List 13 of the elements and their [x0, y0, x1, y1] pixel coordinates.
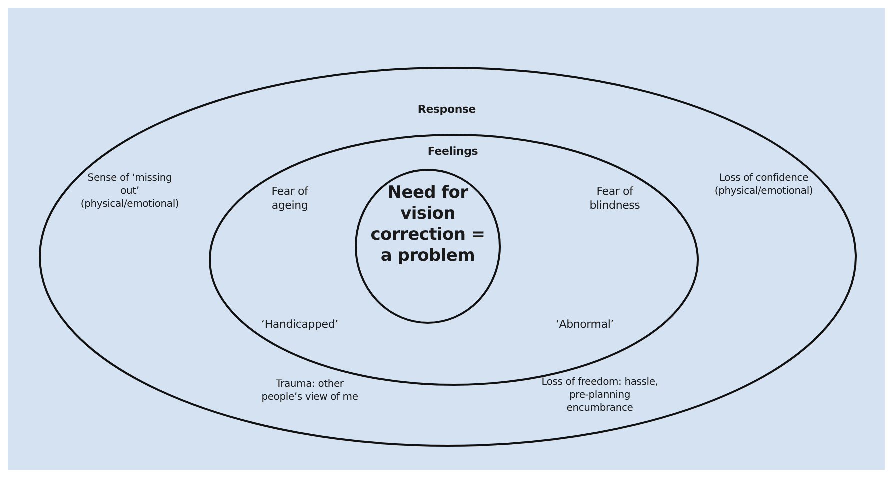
ellipse-text: Trauma: other people’s view of me [260, 378, 360, 404]
ellipse-text: Loss of confidence (physical/emotional) [714, 172, 814, 198]
ellipse-text: Fear of ageing [270, 185, 310, 213]
ellipse-text: ‘Abnormal’ [554, 318, 616, 332]
ellipse-text: Fear of blindness [588, 185, 642, 213]
heading: Response [416, 103, 478, 117]
outer-ellipse [40, 68, 856, 446]
ellipse-text: Loss of freedom: hassle, pre-planning encumbrance [540, 376, 660, 415]
ellipse-text: Sense of ‘missing out’ (physical/emotional) [80, 172, 180, 211]
inner-circle [356, 170, 500, 323]
heading: Feelings [426, 145, 480, 159]
center-text: Need for vision correction = a problem [370, 183, 486, 267]
ellipse-text: ‘Handicapped’ [260, 318, 340, 332]
